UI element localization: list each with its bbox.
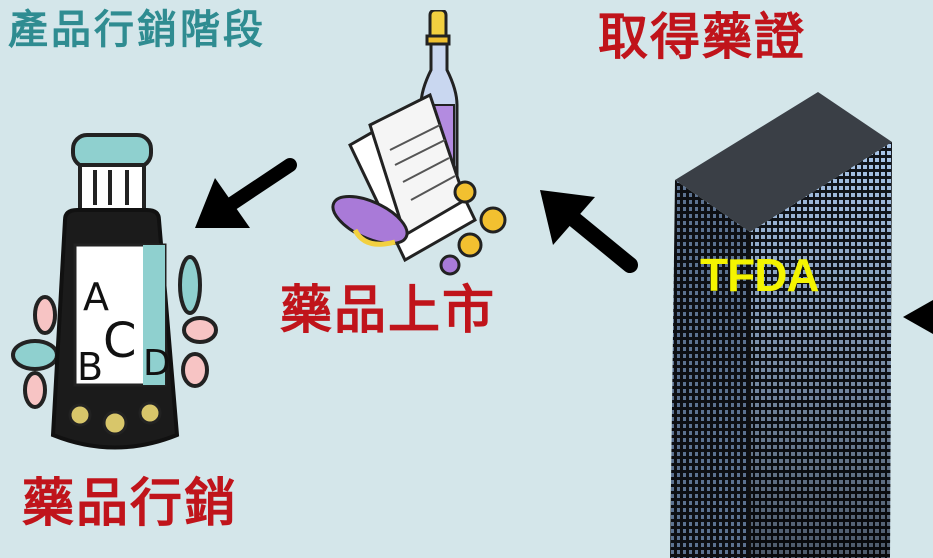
bottle-letter-c: C: [103, 313, 137, 369]
bottle-letter-a: A: [83, 275, 109, 319]
stage-title: 產品行銷階段: [8, 7, 266, 53]
arrow-to-marketing: [195, 158, 297, 228]
agency-label: TFDA: [700, 249, 820, 301]
bottle-letter-d: D: [143, 343, 171, 384]
arrow-from-offscreen: [903, 300, 933, 334]
bottle-letter-b: B: [77, 345, 103, 389]
building-icon: [670, 92, 892, 558]
arrow-to-launch: [540, 190, 638, 273]
approval-label: 取得藥證: [598, 8, 806, 66]
medicine-icon: [331, 10, 507, 276]
launch-label: 藥品上市: [280, 281, 497, 341]
abcd-bottle-icon: A B C D: [11, 133, 218, 450]
marketing-label: 藥品行銷: [22, 474, 239, 534]
